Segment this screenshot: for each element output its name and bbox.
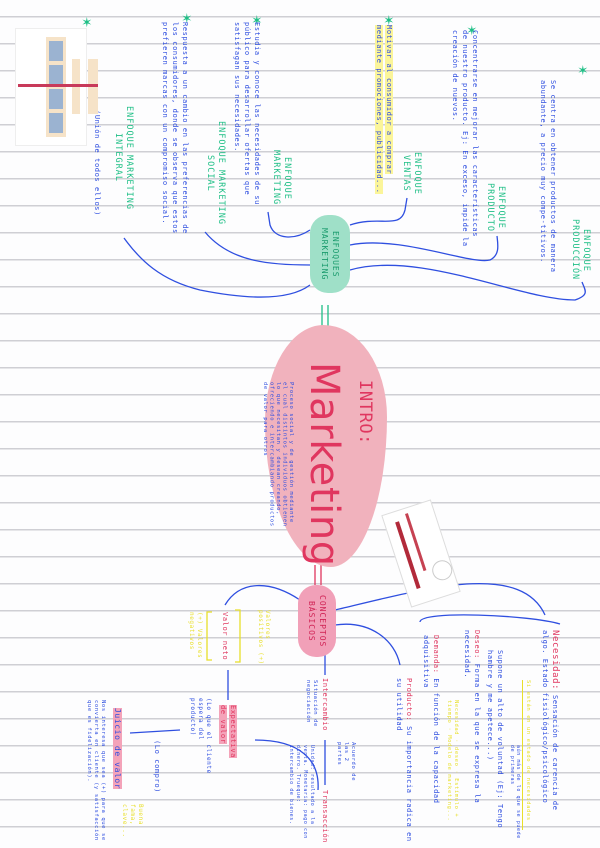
- integral-label: ENFOQUE MARKETING INTEGRAL: [113, 105, 134, 210]
- producto-label: ENFOQUE PRODUCTO: [485, 183, 506, 232]
- arrow-transaccion: [254, 739, 326, 791]
- juicio-term: Juicio de valor: [113, 708, 122, 790]
- expectativa-term: Expectativa de valor: [219, 705, 237, 758]
- expectativa-text: (Lo que el cliente espera del producto): [189, 698, 212, 774]
- valor-negativos: (+) Valores negativos: [188, 612, 203, 659]
- producto-item: Producto: Su importancia radica en su ut…: [395, 678, 413, 842]
- intro-blob: [265, 325, 387, 567]
- star-icon: ✶: [82, 12, 92, 31]
- valor-neto-term: Valor neto: [221, 612, 229, 661]
- supone-text: Supone un alto de voluntad (Ej: Tengo ha…: [486, 650, 504, 829]
- ventas-text: Motivar al consumidor a comprar mediante…: [375, 25, 393, 194]
- brace-necesidad: [419, 614, 561, 625]
- social-text: Respuesta a un cambio en las preferencia…: [161, 22, 189, 234]
- star-icon: ✶: [252, 10, 262, 29]
- transaccion-term: Transacción: [321, 790, 329, 843]
- intro-definition: Proceso social y de gestión mediante el …: [262, 382, 294, 527]
- star-icon: ✶: [384, 10, 394, 29]
- arrow-producto-c: [334, 623, 401, 666]
- enfoques-marketing-node: ENFOQUES MARKETING: [310, 215, 350, 293]
- integral-text: (Unión de todos ellos): [93, 110, 101, 216]
- star-icon: ✶: [467, 20, 477, 39]
- ventas-label: ENFOQUE VENTAS: [401, 151, 422, 195]
- conceptos-basicos-node: CONCEPTOS BÁSICOS: [298, 585, 336, 657]
- necesidad-note: Si están en un estado de necesidades: [522, 680, 533, 830]
- arrow-integral: [123, 237, 311, 298]
- diagram-thumbnail: [15, 28, 98, 146]
- necesidad-subnote: aún más de lo que se puede de primeras: [509, 745, 521, 839]
- produccion-label: ENFOQUE PRODUCCIÓN: [570, 219, 591, 281]
- valor-positivos: Valores positivos (+): [257, 610, 271, 665]
- produccion-text: Se centra en obtener productos de manera…: [539, 80, 557, 273]
- arrow-valor-neto: [224, 584, 301, 606]
- intro-title: Marketing: [301, 362, 347, 567]
- intro-heading: INTRO:: [355, 380, 375, 446]
- arrow-ventas: [349, 197, 408, 226]
- juicio-note: Buena fama, clave...: [121, 804, 144, 838]
- deseo-item: Deseo: Forma en la que se expresa la nec…: [463, 630, 481, 804]
- transaccion-notes: Unidad: resultado a la venta. Monetaria:…: [288, 745, 315, 839]
- producto-text: Concentrarse en mejorar las característi…: [451, 30, 479, 247]
- star-icon: ✶: [182, 8, 192, 27]
- arrow-necesidad: [334, 583, 546, 616]
- star-icon: ✶: [578, 60, 588, 79]
- bracket-valor-neto: [206, 609, 241, 663]
- arrow-marketing: [267, 211, 311, 238]
- arrow-social: [204, 231, 311, 266]
- juicio-text: Nos interesa que sea (+) para que se con…: [86, 700, 106, 841]
- deseo-note: Necesidad · deseo · Estímulo + tiempo · …: [446, 700, 459, 822]
- demanda-item: Demanda: En función de la capacidad adqu…: [422, 635, 440, 804]
- marketing-text: Estudia y conoce las necesidades de su p…: [233, 22, 261, 205]
- necesidad-item: Necesidad: Sensación de carencia de algo…: [541, 630, 560, 811]
- intercambio-term: Intercambio: [321, 678, 329, 731]
- arrow-juicio: [129, 729, 181, 734]
- link-intro-conceptos: [314, 565, 322, 585]
- social-label: ENFOQUE MARKETING SOCIAL: [205, 121, 226, 225]
- arrow-producto: [349, 235, 499, 262]
- acuerdo-text: Acuerdo de las 2 partes: [336, 742, 356, 782]
- marketing-label: ENFOQUE MARKETING: [271, 150, 292, 206]
- compra-text: (Lo compro): [153, 740, 161, 793]
- arrow-produccion: [349, 264, 586, 301]
- intercambio-text: Situación de negociación: [305, 680, 318, 727]
